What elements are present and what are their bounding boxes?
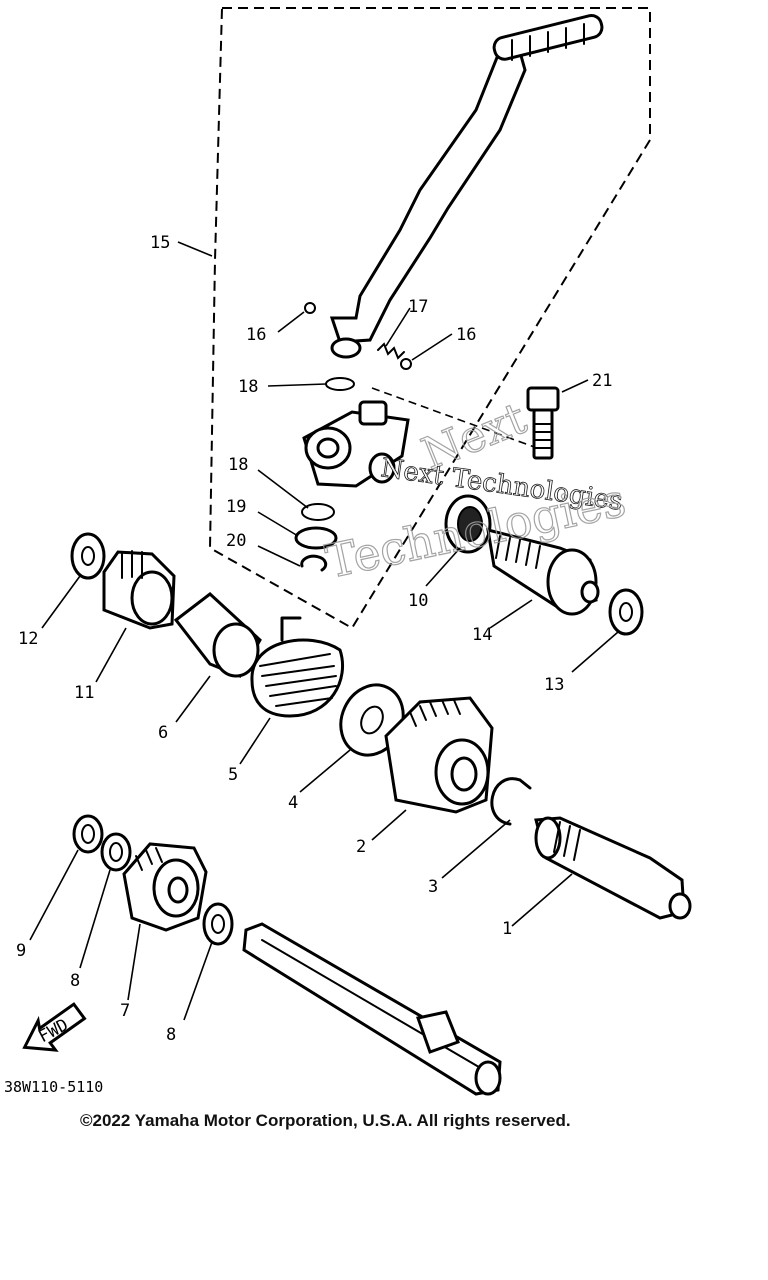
ratchet-wheel-2 <box>384 696 494 814</box>
collar-6 <box>173 592 262 678</box>
callout-16-right: 16 <box>456 325 476 345</box>
callout-18-upper: 18 <box>238 377 258 397</box>
bolt-21 <box>526 386 560 460</box>
oil-seal-10 <box>444 494 492 554</box>
callout-8-left: 8 <box>70 971 80 991</box>
copyright-notice: ©2022 Yamaha Motor Corporation, U.S.A. A… <box>80 1111 571 1130</box>
callout-17: 17 <box>408 297 428 317</box>
kick-axle-14 <box>486 527 600 616</box>
leader-lines <box>29 241 619 1021</box>
o-ring-18-lower <box>301 503 335 521</box>
callout-15: 15 <box>150 233 170 253</box>
idle-gear-7 <box>122 842 208 932</box>
kick-crank-lever <box>329 14 604 359</box>
callout-11: 11 <box>74 683 94 703</box>
callout-14: 14 <box>472 625 492 645</box>
callout-19: 19 <box>226 497 246 517</box>
callout-12: 12 <box>18 629 38 649</box>
fwd-direction-arrow: FWD <box>22 1002 87 1052</box>
ball-16-left <box>304 302 316 314</box>
callout-4: 4 <box>288 793 298 813</box>
callout-21: 21 <box>592 371 612 391</box>
circlip-20 <box>300 554 328 572</box>
callout-1: 1 <box>502 919 512 939</box>
callout-20: 20 <box>226 531 246 551</box>
callout-6: 6 <box>158 723 168 743</box>
kick-boss <box>302 400 410 488</box>
callout-9: 9 <box>16 941 26 961</box>
callout-8-right: 8 <box>166 1025 176 1045</box>
spring-17 <box>377 342 405 360</box>
torsion-spring-5 <box>250 616 345 718</box>
callout-13: 13 <box>544 675 564 695</box>
callout-2: 2 <box>356 837 366 857</box>
callout-5: 5 <box>228 765 238 785</box>
callout-10: 10 <box>408 591 428 611</box>
callout-3: 3 <box>428 877 438 897</box>
callout-7: 7 <box>120 1001 130 1021</box>
clip-3 <box>490 777 532 826</box>
callout-16-left: 16 <box>246 325 266 345</box>
ball-16-right <box>400 358 412 370</box>
callout-18-lower: 18 <box>228 455 248 475</box>
kick-shaft-1 <box>534 816 692 920</box>
o-ring-18-upper <box>325 377 355 391</box>
kick-axle-shaft <box>242 922 502 1096</box>
diagram-code: 38W110-5110 <box>4 1078 103 1096</box>
kick-gear-11 <box>102 550 176 630</box>
washer-19 <box>294 526 338 550</box>
